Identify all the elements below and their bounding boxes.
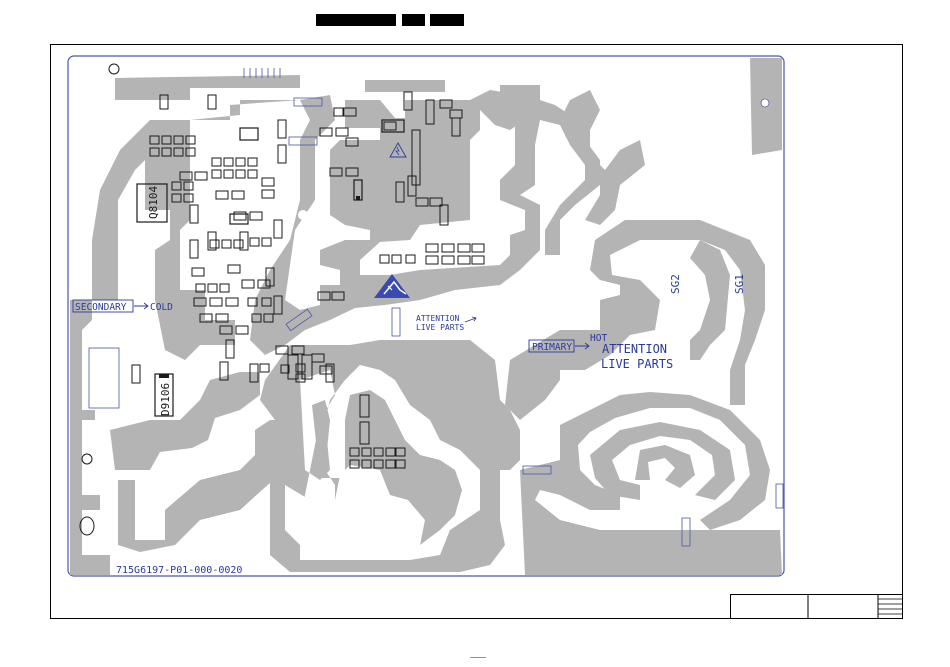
attention-large-2: LIVE PARTS [601,357,673,371]
spark-gap-1-label: SG1 [733,274,746,294]
part-number: 715G6197-P01-000-0020 [116,565,242,576]
cold-label: COLD [150,302,173,313]
spark-gap-2-label: SG2 [669,274,682,294]
title-block [730,594,903,619]
d9106-label: D9106 [159,383,172,416]
page-footer-mark [470,657,486,662]
secondary-label: SECONDARY [75,302,127,313]
attention-small-1: ATTENTION [416,314,460,323]
attention-small-2: LIVE PARTS [416,323,464,332]
primary-label: PRIMARY [532,342,572,353]
attention-large-1: ATTENTION [602,342,667,356]
q8104-label: Q8104 [147,186,160,219]
